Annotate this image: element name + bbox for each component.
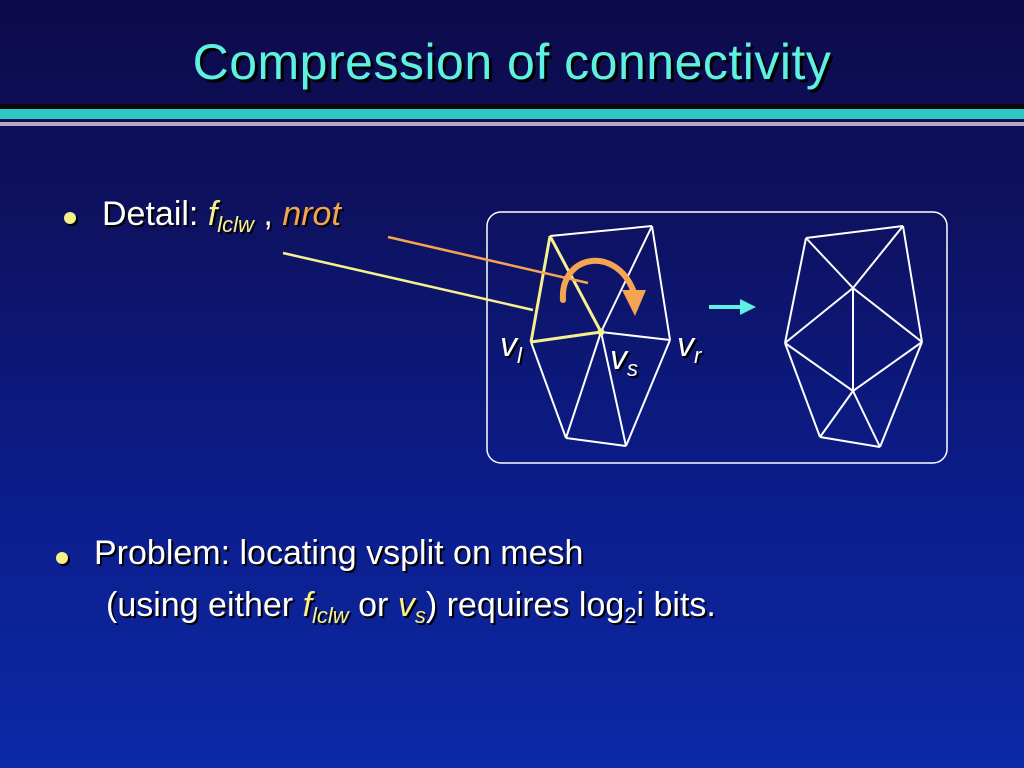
problem-log-subscript: 2 <box>624 603 637 628</box>
problem-f-main: f <box>302 586 313 624</box>
bullet-dot-detail <box>64 212 76 224</box>
problem-f-lclw: flclw <box>302 586 349 628</box>
f-lclw-symbol: flclw <box>207 195 254 237</box>
slide-title: Compression of connectivity <box>192 34 832 90</box>
detail-bullet: Detail: flclw , nrot <box>102 194 341 238</box>
problem-paren-close: ) <box>425 586 438 624</box>
problem-v-subscript: s <box>414 603 426 628</box>
label-vl-subscript: l <box>517 343 522 368</box>
title-rule-mauve <box>0 122 1024 126</box>
label-vr: vr <box>677 325 701 369</box>
diagram-frame <box>486 211 948 464</box>
right-arrow-icon <box>709 299 756 315</box>
title-rule-teal <box>0 109 1024 119</box>
label-vs-main: v <box>610 339 627 377</box>
f-lclw-main: f <box>207 195 218 233</box>
problem-line-1: Problem: locating vsplit on mesh <box>94 534 584 572</box>
problem-requires: requires log <box>446 586 625 624</box>
problem-v-main: v <box>397 586 415 624</box>
problem-tail: i bits. <box>636 586 716 624</box>
f-lclw-subscript: lclw <box>217 212 254 237</box>
title-rule-dark <box>0 104 1024 109</box>
split-edges <box>529 235 603 344</box>
label-vs-subscript: s <box>627 356 638 381</box>
bullet-dot-problem <box>56 552 68 564</box>
label-vr-main: v <box>677 326 694 364</box>
vs-vertex <box>597 328 605 336</box>
left-mesh <box>530 225 671 447</box>
detail-label: Detail: <box>102 195 199 233</box>
problem-f-subscript: lclw <box>312 603 349 628</box>
nrot-symbol: nrot <box>282 195 341 233</box>
right-mesh <box>784 225 923 448</box>
label-vl-main: v <box>500 326 517 364</box>
f-lclw-pointer <box>282 251 534 312</box>
problem-or: or <box>358 586 389 624</box>
problem-line-2: (using either flclw or vs) requires log2… <box>106 585 716 629</box>
problem-vs: vs <box>397 586 426 628</box>
nrot-pointer <box>387 235 589 285</box>
label-vl: vl <box>500 325 522 369</box>
rotation-arrow-icon <box>559 257 646 316</box>
detail-separator: , <box>263 195 273 233</box>
label-vr-subscript: r <box>694 343 702 368</box>
problem-prefix: (using either <box>106 586 294 624</box>
label-vs: vs <box>610 338 638 382</box>
